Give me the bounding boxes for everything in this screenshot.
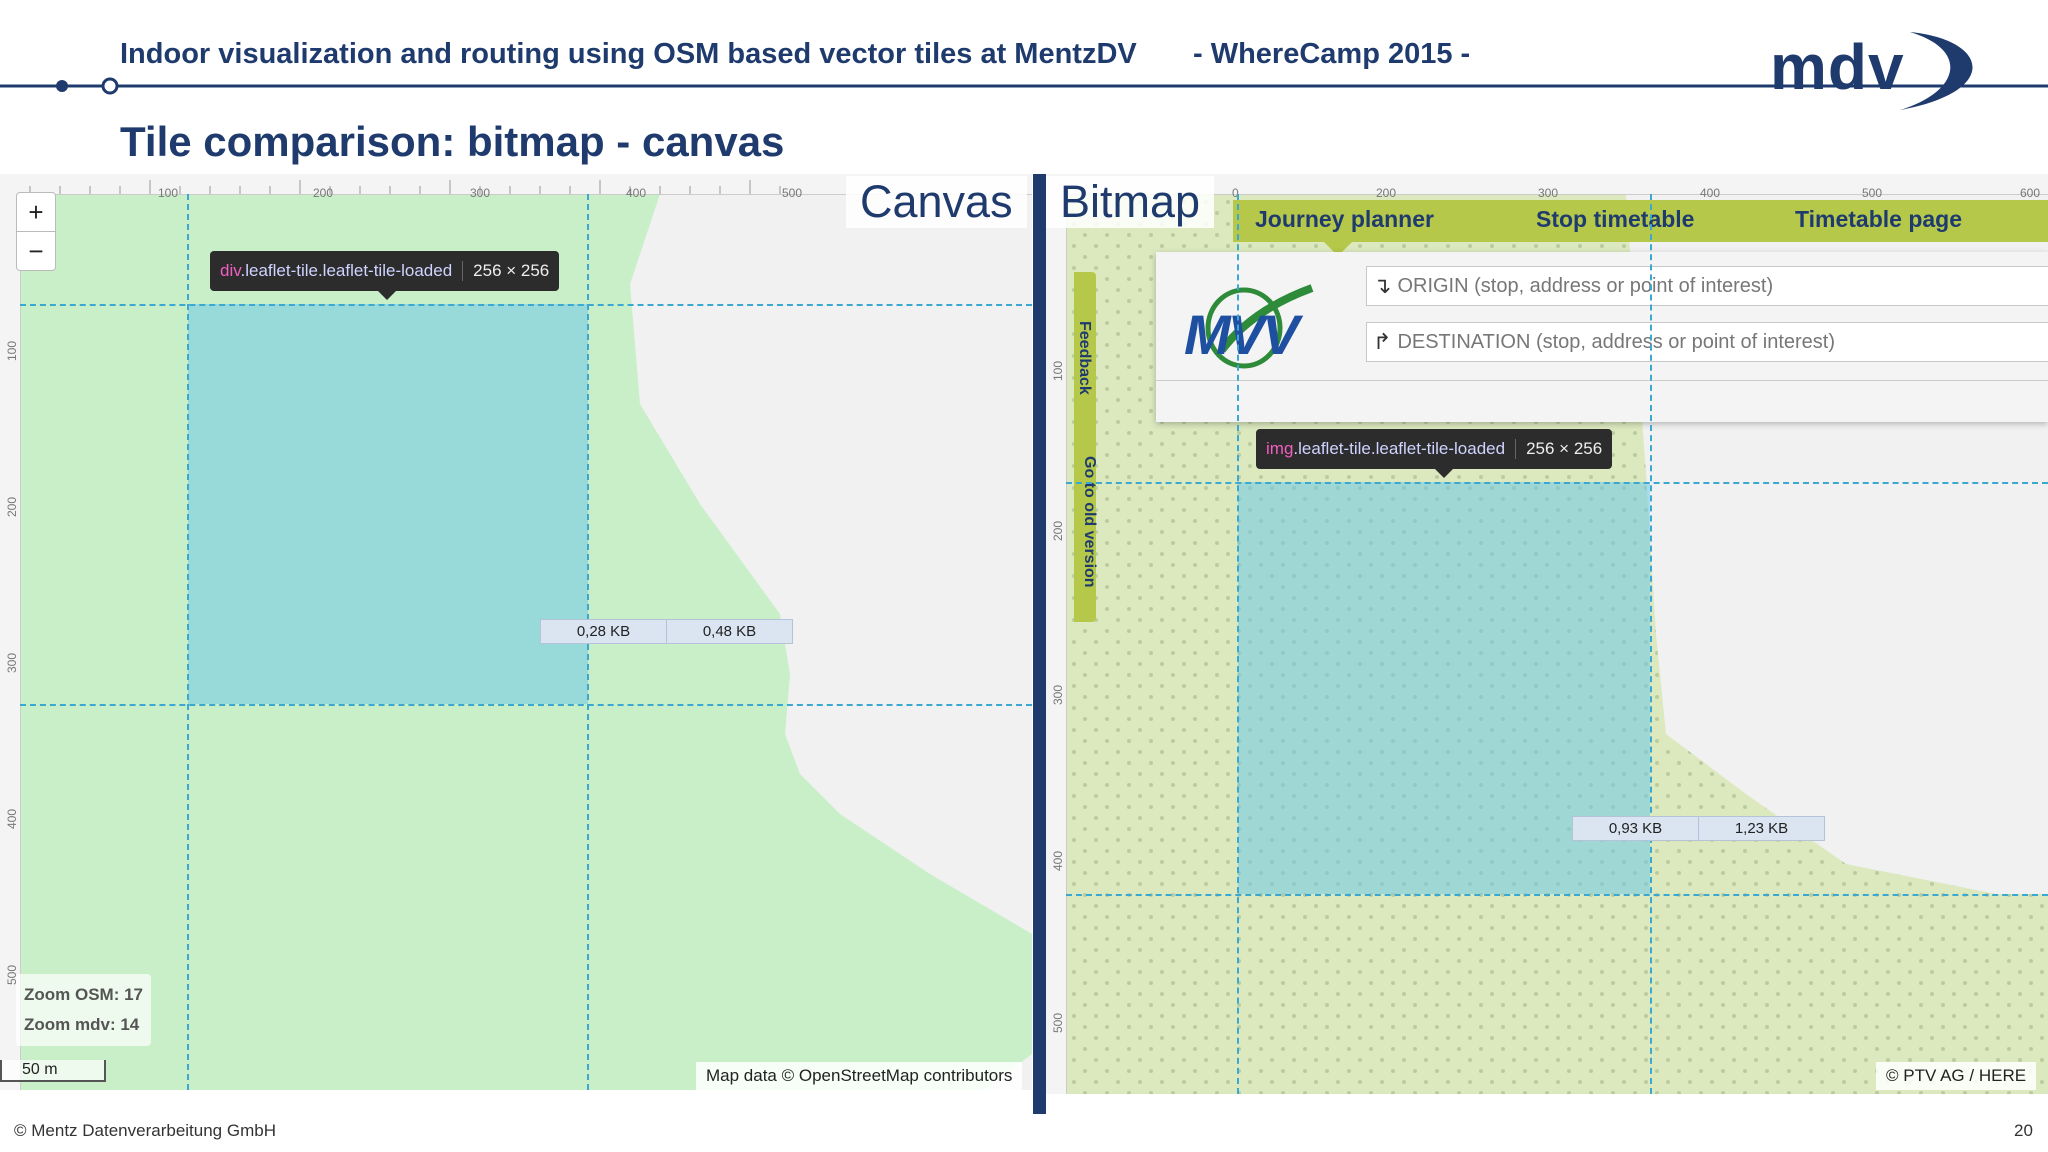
- page-number: 20: [2014, 1121, 2033, 1140]
- bitmap-ruler-vertical: 100 200 300 400 500: [1046, 194, 1067, 1094]
- guide-line: [1066, 894, 2048, 896]
- ruler-tick-label: 200: [1051, 520, 1066, 542]
- bitmap-map-panel[interactable]: 0 200 300 400 500 600 100 200 300 400 50…: [1046, 174, 2048, 1094]
- canvas-ruler-vertical: 100 200 300 400 500: [0, 194, 21, 1090]
- origin-arrow-icon: ↴: [1373, 273, 1392, 298]
- ruler-tick-label: 0: [1232, 186, 1239, 200]
- logo-swoosh-icon: [1900, 32, 1973, 110]
- tooltip-selector: div.leaflet-tile.leaflet-tile-loaded: [220, 261, 453, 280]
- ruler-tick-label: 500: [782, 186, 803, 200]
- footer-copyright: © Mentz Datenverarbeitung GmbH: [14, 1121, 276, 1140]
- journey-form-card: MVV ↴ ORIGIN (stop, address or point of …: [1156, 252, 2048, 422]
- guide-line: [20, 704, 1032, 706]
- old-version-tab[interactable]: Go to old version: [1081, 456, 1098, 588]
- map-scale: 50 m: [0, 1060, 106, 1082]
- bitmap-tile-tooltip: img.leaflet-tile.leaflet-tile-loaded 256…: [1256, 429, 1613, 469]
- tooltip-arrow-icon: [1435, 469, 1453, 478]
- ruler-tick-label: 200: [313, 186, 334, 200]
- bitmap-size-badge: 0,93 KB 1,23 KB: [1572, 816, 1825, 841]
- guide-line: [1066, 482, 2048, 484]
- canvas-size-badge: 0,28 KB 0,48 KB: [540, 619, 793, 644]
- origin-placeholder: ORIGIN (stop, address or point of intere…: [1397, 274, 1774, 297]
- ruler-tick-label: 200: [5, 496, 20, 518]
- tab-stop-timetable[interactable]: Stop timetable: [1536, 206, 1695, 232]
- size-value: 0,48 KB: [666, 620, 792, 643]
- tooltip-dimensions: 256 × 256: [462, 261, 559, 281]
- canvas-map-panel[interactable]: 100 200 300 400 500 100 200 300 400 500 …: [0, 174, 1032, 1090]
- canvas-tile-highlight: [188, 304, 588, 704]
- zoom-out-button[interactable]: −: [16, 231, 56, 271]
- tooltip-selector: img.leaflet-tile.leaflet-tile-loaded: [1266, 439, 1506, 458]
- guide-line: [1650, 194, 1652, 1094]
- ruler-tick-label: 500: [1051, 1012, 1066, 1034]
- zoom-mdv-text: Zoom mdv: 14: [24, 1015, 140, 1034]
- ruler-tick-label: 400: [1051, 850, 1066, 872]
- mvv-logo-text: MVV: [1184, 303, 1299, 366]
- panel-divider: [1033, 174, 1046, 1114]
- canvas-zoom-info: Zoom OSM: 17 Zoom mdv: 14: [16, 974, 152, 1046]
- ruler-tick-label: 300: [5, 652, 20, 674]
- origin-field[interactable]: ↴ ORIGIN (stop, address or point of inte…: [1366, 266, 2048, 306]
- header-title: Indoor visualization and routing using O…: [120, 38, 1137, 70]
- size-value: 0,93 KB: [1608, 820, 1663, 837]
- zoom-in-button[interactable]: +: [16, 192, 56, 232]
- bitmap-panel-label: Bitmap: [1046, 176, 1215, 228]
- ruler-tick-label: 400: [626, 186, 647, 200]
- tab-journey-planner[interactable]: Journey planner: [1255, 206, 1434, 232]
- canvas-panel-label: Canvas: [846, 176, 1027, 228]
- guide-line: [1237, 194, 1239, 1094]
- header-event: - WhereCamp 2015 -: [1193, 38, 1471, 70]
- ruler-tick-label: 400: [1700, 186, 1721, 200]
- ruler-tick-label: 200: [1376, 186, 1397, 200]
- ruler-tick-label: 300: [1538, 186, 1559, 200]
- tab-timetable-page[interactable]: Timetable page: [1795, 206, 1963, 232]
- slide-title: Tile comparison: bitmap - canvas: [120, 118, 785, 165]
- destination-placeholder: DESTINATION (stop, address or point of i…: [1397, 330, 1835, 353]
- map-attribution: Map data © OpenStreetMap contributors: [696, 1062, 1023, 1090]
- bitmap-ruler-horizontal: 0 200 300 400 500 600: [1046, 174, 2048, 200]
- mvv-logo: MVV: [1182, 280, 1322, 375]
- side-tabs: Feedback Go to old version: [1074, 272, 1098, 622]
- zoom-osm-text: Zoom OSM: 17: [24, 985, 144, 1004]
- mdv-logo: mdv: [1760, 22, 2000, 117]
- header-rule: [0, 77, 2048, 95]
- size-value: 0,28 KB: [576, 623, 631, 640]
- map-attribution: © PTV AG / HERE: [1876, 1062, 2037, 1090]
- size-value: 1,23 KB: [1698, 817, 1824, 840]
- ruler-tick-label: 600: [2020, 186, 2041, 200]
- ruler-tick-label: 100: [1051, 360, 1066, 382]
- tooltip-arrow-icon: [378, 291, 396, 300]
- guide-line: [187, 194, 189, 1090]
- canvas-ruler-horizontal: 100 200 300 400 500: [0, 174, 1032, 200]
- ruler-tick-label: 500: [1862, 186, 1883, 200]
- ruler-tick-label: 300: [1051, 684, 1066, 706]
- journey-nav-bar: Journey planner Stop timetable Timetable…: [1233, 200, 2048, 242]
- ruler-tick-label: 100: [158, 186, 179, 200]
- canvas-tile-tooltip: div.leaflet-tile.leaflet-tile-loaded 256…: [210, 251, 560, 291]
- ruler-tick-label: 100: [5, 340, 20, 362]
- guide-line: [20, 304, 1032, 306]
- logo-text: mdv: [1770, 31, 1905, 103]
- tooltip-dimensions: 256 × 256: [1515, 439, 1612, 459]
- ruler-tick-label: 400: [5, 808, 20, 830]
- feedback-tab[interactable]: Feedback: [1076, 321, 1093, 395]
- destination-arrow-icon: ↱: [1373, 329, 1392, 354]
- ruler-tick-label: 300: [470, 186, 491, 200]
- mvv-check-icon: [1205, 284, 1314, 369]
- destination-field[interactable]: ↱ DESTINATION (stop, address or point of…: [1366, 322, 2048, 362]
- form-divider: [1156, 380, 2048, 381]
